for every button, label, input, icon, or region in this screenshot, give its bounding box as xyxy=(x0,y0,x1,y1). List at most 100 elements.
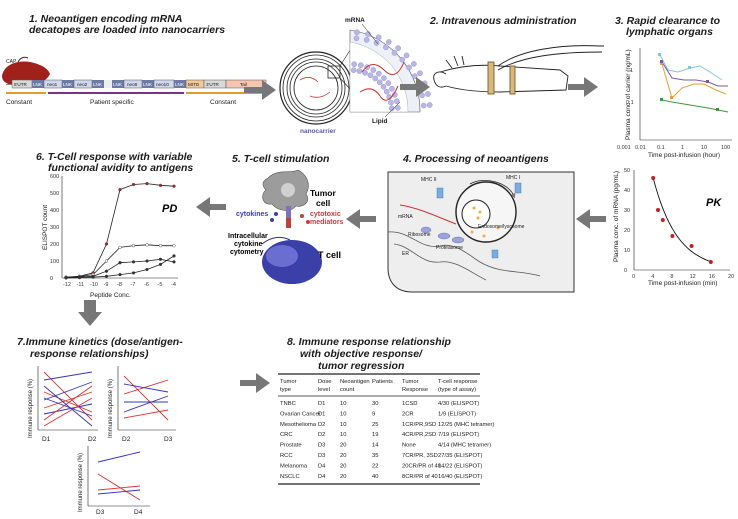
pd-ytick: 200 xyxy=(50,242,59,248)
intracellular-label-2: cytokine xyxy=(234,241,263,248)
pk-xtick: 12 xyxy=(690,274,696,280)
table-header: Response xyxy=(402,387,428,393)
pk-xlabel: Time post-infusion (min) xyxy=(648,280,717,287)
clearance-markers xyxy=(658,53,719,111)
pd-point xyxy=(158,257,163,261)
pk-ytick: 0 xyxy=(624,268,627,274)
table-cell: 20 xyxy=(340,463,346,469)
table-cell: 25 xyxy=(372,422,378,428)
lipid-head xyxy=(383,44,389,51)
pd-point xyxy=(64,276,68,280)
clearance-xtick: 1 xyxy=(681,145,684,151)
pd-ytick: 600 xyxy=(50,174,59,180)
table-cell: D2 xyxy=(318,422,325,428)
table-cell: 14 xyxy=(372,443,379,449)
pk-point xyxy=(670,234,675,238)
table-header: Patients xyxy=(372,379,393,385)
table-cell: 10 xyxy=(340,422,346,428)
lipid-head xyxy=(376,70,382,77)
step8-title-line2: with objective response/ xyxy=(300,348,423,360)
table-cell: 10 xyxy=(340,401,346,407)
pd-point xyxy=(91,275,95,279)
table-cell: CRC xyxy=(280,432,293,438)
step1-title-line1: 1. Neoantigen encoding mRNA xyxy=(29,13,182,25)
svg-text:LNK: LNK xyxy=(33,82,43,87)
segment-lnk xyxy=(142,80,154,88)
kinetics-panel-2: Immune response (%) D2 D3 xyxy=(108,366,176,443)
cytotoxic-label-2: mediators xyxy=(310,219,344,226)
segment-lnk xyxy=(32,80,44,88)
table-header: Neoantigen xyxy=(340,379,370,385)
pk-point xyxy=(708,260,713,264)
table-cell: D4 xyxy=(318,463,326,469)
proteasome-label: Proteasome xyxy=(436,245,463,251)
clearance-xtick: 100 xyxy=(721,145,730,151)
lipid-head xyxy=(399,56,406,63)
pd-point xyxy=(145,182,149,186)
ribosome-label: Ribosome xyxy=(408,232,431,238)
svg-text:LNK: LNK xyxy=(175,82,185,87)
table-cell: 22 xyxy=(372,463,378,469)
kinetics-ylabel-2: Immune response (%) xyxy=(108,379,114,438)
patient-specific-bar xyxy=(48,92,184,94)
clearance-chart: 1 0.1 0.001 0.01 0.1 1 10 100 Time post-… xyxy=(617,48,732,159)
cell-label: cell xyxy=(316,198,330,208)
pd-point xyxy=(118,188,122,192)
clearance-xtick: 10 xyxy=(701,145,707,151)
clearance-ylabel: Plasma conc. of carrier (ng/mL) xyxy=(625,49,632,140)
lipid-head xyxy=(417,70,423,77)
pd-point xyxy=(145,243,149,247)
mrna-label: mRNA xyxy=(345,17,365,24)
arrow-to-step6 xyxy=(196,197,226,217)
lipid-head xyxy=(385,39,392,45)
pd-point xyxy=(104,259,109,263)
pd-label: PD xyxy=(162,203,177,215)
lipid-head xyxy=(389,105,395,112)
table-cell: 4CR/PR,2SD xyxy=(402,432,436,438)
segment-gap xyxy=(104,80,112,88)
lipid-head xyxy=(367,72,374,79)
tcell-label: T cell xyxy=(318,250,341,260)
cytokines-label: cytokines xyxy=(236,211,268,218)
clearance-series-2 xyxy=(661,63,727,99)
table-cell: 1CR/PR,9SD xyxy=(402,422,436,428)
table-header: Dose xyxy=(318,379,332,385)
arrow-to-step4 xyxy=(576,209,606,229)
step8-title-line3: tumor regression xyxy=(318,360,404,372)
lipid-head xyxy=(362,69,368,76)
step7-title-line1: 7.Immune kinetics (dose/antigen- xyxy=(17,336,183,348)
pk-xtick: 4 xyxy=(651,274,654,280)
table-cell: D2 xyxy=(318,432,325,438)
pd-xlabel: Peptide Conc. xyxy=(90,292,131,299)
pd-point xyxy=(118,245,122,249)
pk-xtick: 0 xyxy=(632,274,635,280)
pd-point xyxy=(158,183,163,187)
svg-text:LNK: LNK xyxy=(113,82,123,87)
pd-point xyxy=(145,259,149,263)
pd-point xyxy=(118,273,122,277)
table-cell: 12/25 (MHC tetramer) xyxy=(438,422,494,428)
lipid-head xyxy=(426,102,433,108)
mrna-pointer xyxy=(361,23,379,45)
pk-fit-curve xyxy=(652,177,711,263)
pd-point xyxy=(172,244,176,248)
step5-title: 5. T-cell stimulation xyxy=(232,153,329,165)
table-cell: Ovarian Cancer xyxy=(280,411,321,417)
pd-point xyxy=(172,260,176,264)
kinetics-ylabel-3: Immune response (%) xyxy=(78,453,84,512)
pd-point xyxy=(158,262,163,266)
pd-point xyxy=(131,271,136,275)
step1-title-line2: decatopes are loaded into nanocarriers xyxy=(29,24,225,36)
mhc-ii-label: MHC II xyxy=(421,177,437,183)
table-header: T-cell response xyxy=(438,379,477,385)
pk-xtick: 8 xyxy=(670,274,673,280)
table-cell: TNBC xyxy=(280,401,296,407)
pd-ytick: 300 xyxy=(50,225,59,231)
pk-xtick: 20 xyxy=(728,274,734,280)
arrow-1-to-nanocarrier xyxy=(244,80,276,100)
lipid-head xyxy=(395,105,401,111)
segment-lnk xyxy=(92,80,104,88)
pd-point xyxy=(77,276,82,280)
pd-ytick: 500 xyxy=(50,191,59,197)
lipid-head xyxy=(403,52,410,59)
